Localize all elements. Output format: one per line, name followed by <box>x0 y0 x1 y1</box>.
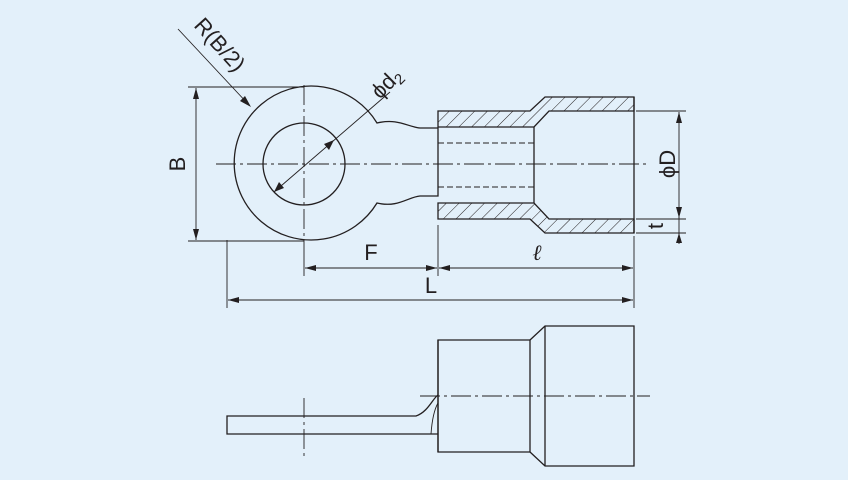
ring-outline <box>233 85 439 241</box>
arrow-d2-lower <box>274 182 284 192</box>
arrow-r <box>240 96 251 107</box>
label-tongue-length: F <box>364 240 377 265</box>
arrow-b-bottom <box>193 229 199 240</box>
leader-r <box>177 28 250 106</box>
arrow-l-right <box>622 265 633 271</box>
arrow-f-right <box>426 265 437 271</box>
label-radius: R(B/2) <box>189 13 250 77</box>
arrow-b-top <box>193 88 199 99</box>
side-view <box>226 325 650 467</box>
arrow-total-left <box>228 297 239 303</box>
label-b: B <box>165 157 190 172</box>
label-total-length: L <box>425 273 437 298</box>
sleeve-lower-wall <box>437 202 635 234</box>
label-thickness: t <box>643 223 668 229</box>
side-sleeve <box>529 325 635 467</box>
arrow-total-right <box>622 297 633 303</box>
arrow-d2-upper <box>324 140 334 150</box>
sleeve-upper-wall <box>437 96 635 128</box>
arrow-l-left <box>439 265 450 271</box>
side-tongue <box>226 394 439 435</box>
arrow-f-left <box>305 265 316 271</box>
side-flare <box>430 402 439 435</box>
arrow-d-top <box>676 112 682 123</box>
label-sleeve-length: ℓ <box>532 240 542 265</box>
label-hole-diameter: ϕd2 <box>366 63 409 106</box>
label-sleeve-diameter: ϕD <box>655 150 680 178</box>
arrow-t <box>676 233 682 243</box>
top-view: B R(B/2) ϕd2 ϕD t F ℓ <box>165 13 686 308</box>
